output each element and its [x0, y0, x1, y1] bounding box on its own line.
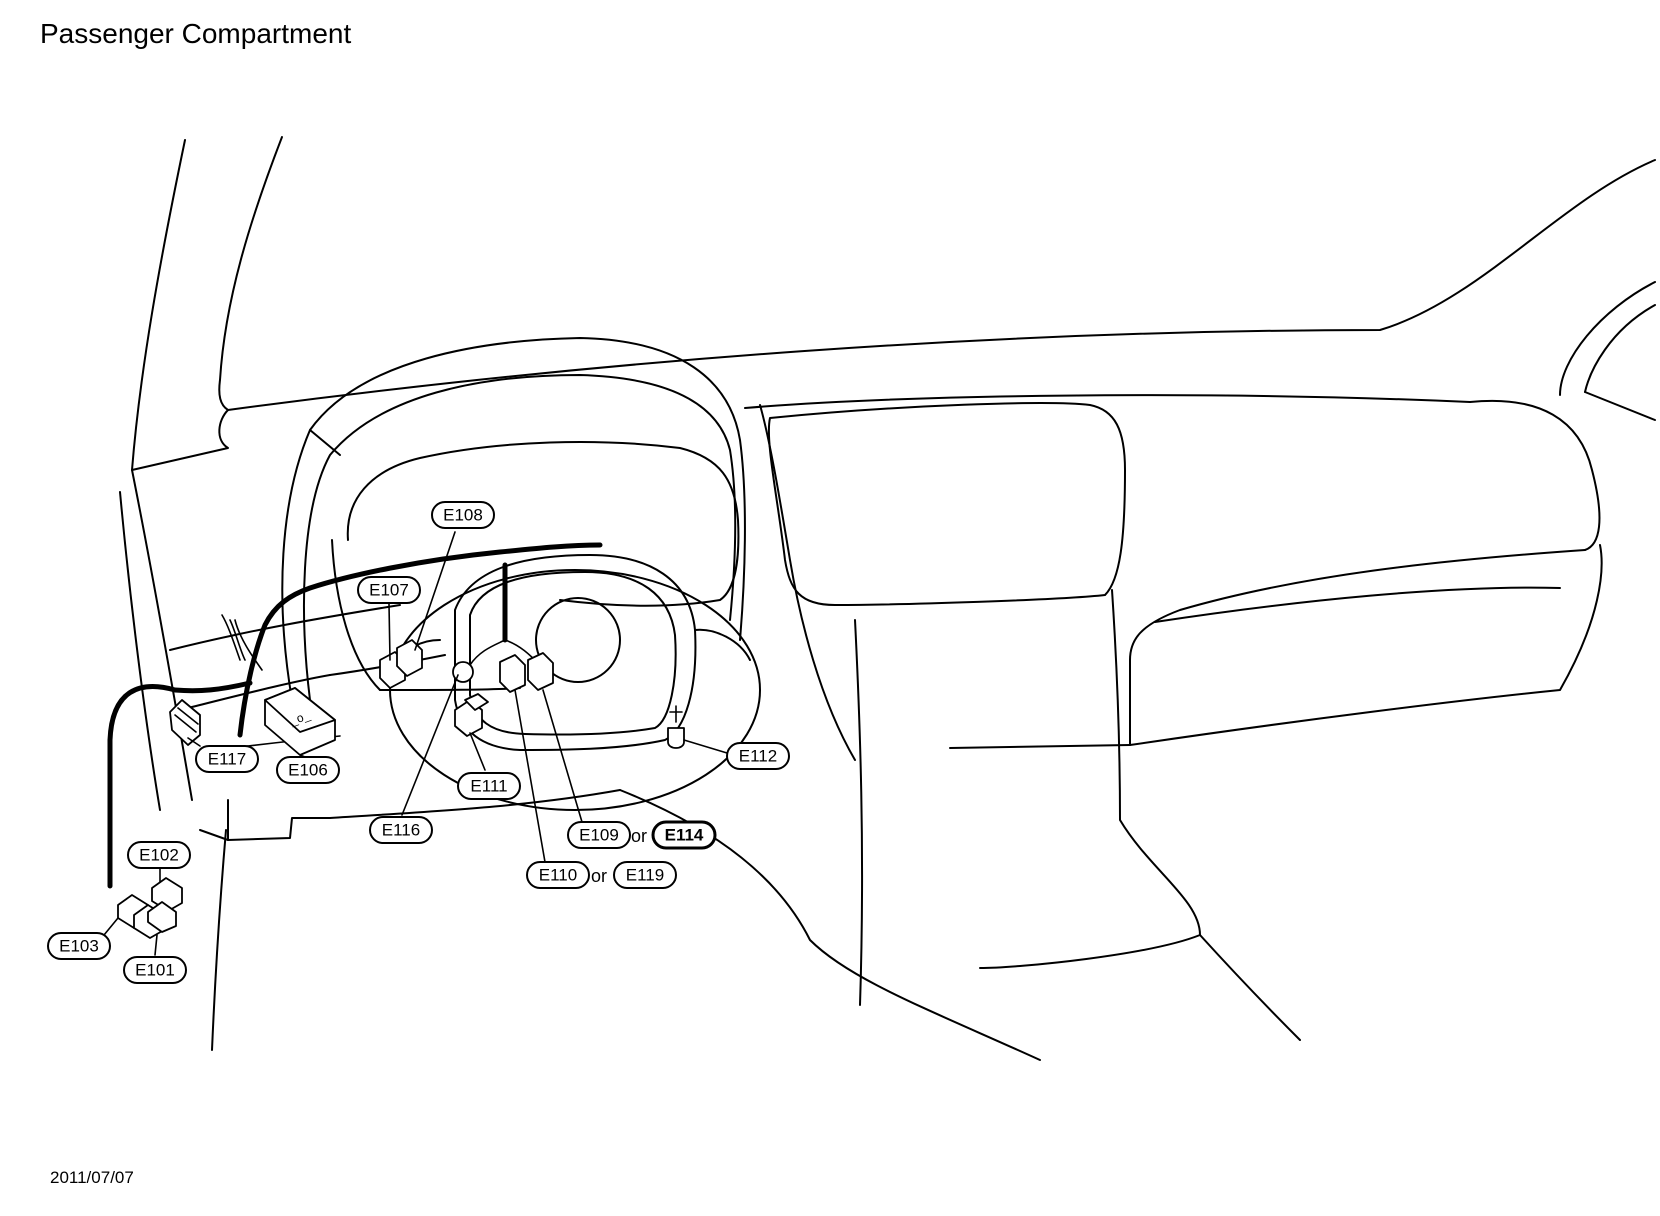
svg-text:E110: E110: [539, 866, 577, 885]
e111-e116-connector-bodies: [452, 661, 489, 737]
callout-e103: E103: [47, 932, 111, 960]
callout-e112: E112: [726, 742, 790, 770]
svg-text:E102: E102: [139, 846, 179, 865]
svg-text:E108: E108: [443, 506, 483, 525]
svg-text:_o_: _o_: [287, 708, 312, 728]
svg-text:E112: E112: [739, 747, 777, 766]
e109-e110-connector-bodies: [499, 652, 554, 693]
e112-connector-body: [667, 705, 685, 749]
svg-text:or: or: [591, 866, 607, 886]
e101-e103-connector-cluster: [117, 877, 183, 939]
svg-text:E111: E111: [470, 777, 507, 796]
svg-text:E107: E107: [369, 581, 409, 600]
dashboard-outline: [199, 394, 1603, 1061]
e106-relay-box: _o_: [264, 687, 336, 756]
callout-e117: E117: [195, 745, 259, 773]
callout-e107: E107: [357, 576, 421, 604]
svg-text:E103: E103: [59, 937, 99, 956]
svg-text:E109: E109: [579, 826, 619, 845]
connector-blocks: _o_: [117, 639, 685, 939]
callout-e110-or-e119: E110 or E119: [526, 861, 677, 889]
e117-connector-body: [169, 699, 201, 746]
callout-e109-or-e114: E109 or E114: [567, 820, 717, 850]
callout-e101: E101: [123, 956, 187, 984]
instrument-cluster: [281, 337, 746, 701]
leader-lines: [103, 531, 728, 956]
callout-e108: E108: [431, 501, 495, 529]
a-pillar-outline: [119, 136, 283, 1051]
windshield-outline: [227, 159, 1656, 421]
callout-e111: E111: [457, 772, 521, 800]
callout-e116: E116: [369, 816, 433, 844]
wire-harness: [107, 542, 603, 889]
svg-text:E117: E117: [208, 750, 246, 769]
footer-date: 2011/07/07: [50, 1168, 134, 1187]
svg-text:E119: E119: [626, 866, 664, 885]
steering-wheel: [389, 554, 761, 811]
svg-text:E106: E106: [288, 761, 328, 780]
callout-e102: E102: [127, 841, 191, 869]
svg-text:or: or: [631, 826, 647, 846]
svg-text:E101: E101: [135, 961, 175, 980]
svg-text:E114: E114: [665, 826, 704, 845]
callout-e106: E106: [276, 756, 340, 784]
svg-text:E116: E116: [382, 821, 420, 840]
diagram-title: Passenger Compartment: [40, 18, 352, 49]
